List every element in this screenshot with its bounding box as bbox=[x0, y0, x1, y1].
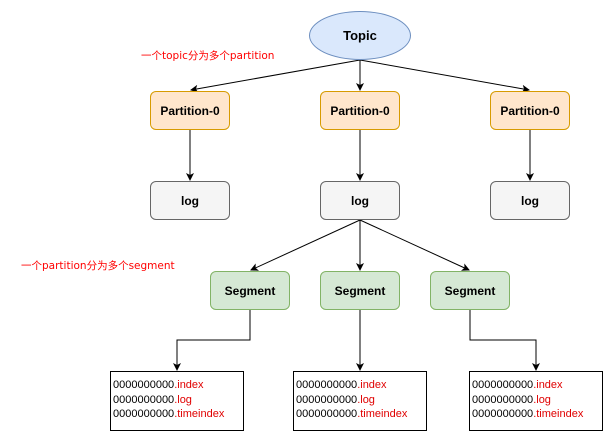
partition-segment-annotation: 一个partition分为多个segment bbox=[21, 260, 175, 272]
file-extension: .log bbox=[174, 393, 192, 406]
edge-topic-partition-0 bbox=[190, 59, 361, 93]
file-base-name: 0000000000 bbox=[472, 379, 534, 391]
file-extension: .timeindex bbox=[533, 408, 584, 420]
segment-files-box: 0000000000.index 0000000000.log 00000000… bbox=[110, 371, 244, 431]
partition-node: Partition-0 bbox=[490, 91, 570, 130]
file-entry: 0000000000.index bbox=[296, 378, 426, 393]
partition-node: Partition-0 bbox=[320, 91, 400, 130]
partition-node: Partition-0 bbox=[150, 91, 230, 130]
file-base-name: 0000000000 bbox=[113, 379, 175, 391]
log-node: log bbox=[490, 181, 570, 220]
segment-files-box: 0000000000.index 0000000000.log 00000000… bbox=[293, 371, 427, 431]
file-extension: .timeindex bbox=[174, 408, 225, 420]
file-base-name: 0000000000 bbox=[296, 408, 358, 420]
file-base-name: 0000000000 bbox=[472, 393, 534, 406]
file-entry: 0000000000.index bbox=[472, 378, 602, 393]
file-base-name: 0000000000 bbox=[296, 393, 358, 406]
log-node: log bbox=[320, 181, 400, 220]
file-entry: 0000000000.index bbox=[113, 378, 243, 393]
file-extension: .index bbox=[533, 379, 563, 391]
segment-node: Segment bbox=[430, 271, 510, 310]
file-base-name: 0000000000 bbox=[113, 393, 175, 406]
file-extension: .log bbox=[533, 393, 551, 406]
file-entry: 0000000000.log bbox=[296, 393, 426, 408]
segment-node: Segment bbox=[320, 271, 400, 310]
file-base-name: 0000000000 bbox=[113, 408, 175, 420]
file-entry: 0000000000.log bbox=[113, 393, 243, 408]
file-extension: .index bbox=[357, 379, 387, 391]
edge-log-segment-2 bbox=[359, 219, 470, 271]
topic-node: Topic bbox=[309, 11, 411, 60]
file-entry: 0000000000.timeindex bbox=[296, 407, 426, 422]
file-base-name: 0000000000 bbox=[472, 408, 534, 420]
segment-node: Segment bbox=[210, 271, 290, 310]
edge-segment-files-2 bbox=[469, 310, 540, 371]
segment-files-box: 0000000000.index 0000000000.log 00000000… bbox=[469, 371, 603, 431]
file-entry: 0000000000.timeindex bbox=[472, 407, 602, 422]
file-base-name: 0000000000 bbox=[296, 379, 358, 391]
edge-segment-files-0 bbox=[173, 310, 251, 371]
edge-log-segment-0 bbox=[250, 219, 361, 271]
edge-topic-partition-2 bbox=[359, 59, 530, 93]
topic-partition-annotation: 一个topic分为多个partition bbox=[141, 50, 275, 62]
file-entry: 0000000000.timeindex bbox=[113, 407, 243, 422]
file-extension: .timeindex bbox=[357, 408, 408, 420]
file-extension: .log bbox=[357, 393, 375, 406]
log-node: log bbox=[150, 181, 230, 220]
file-extension: .index bbox=[174, 379, 204, 391]
file-entry: 0000000000.log bbox=[472, 393, 602, 408]
